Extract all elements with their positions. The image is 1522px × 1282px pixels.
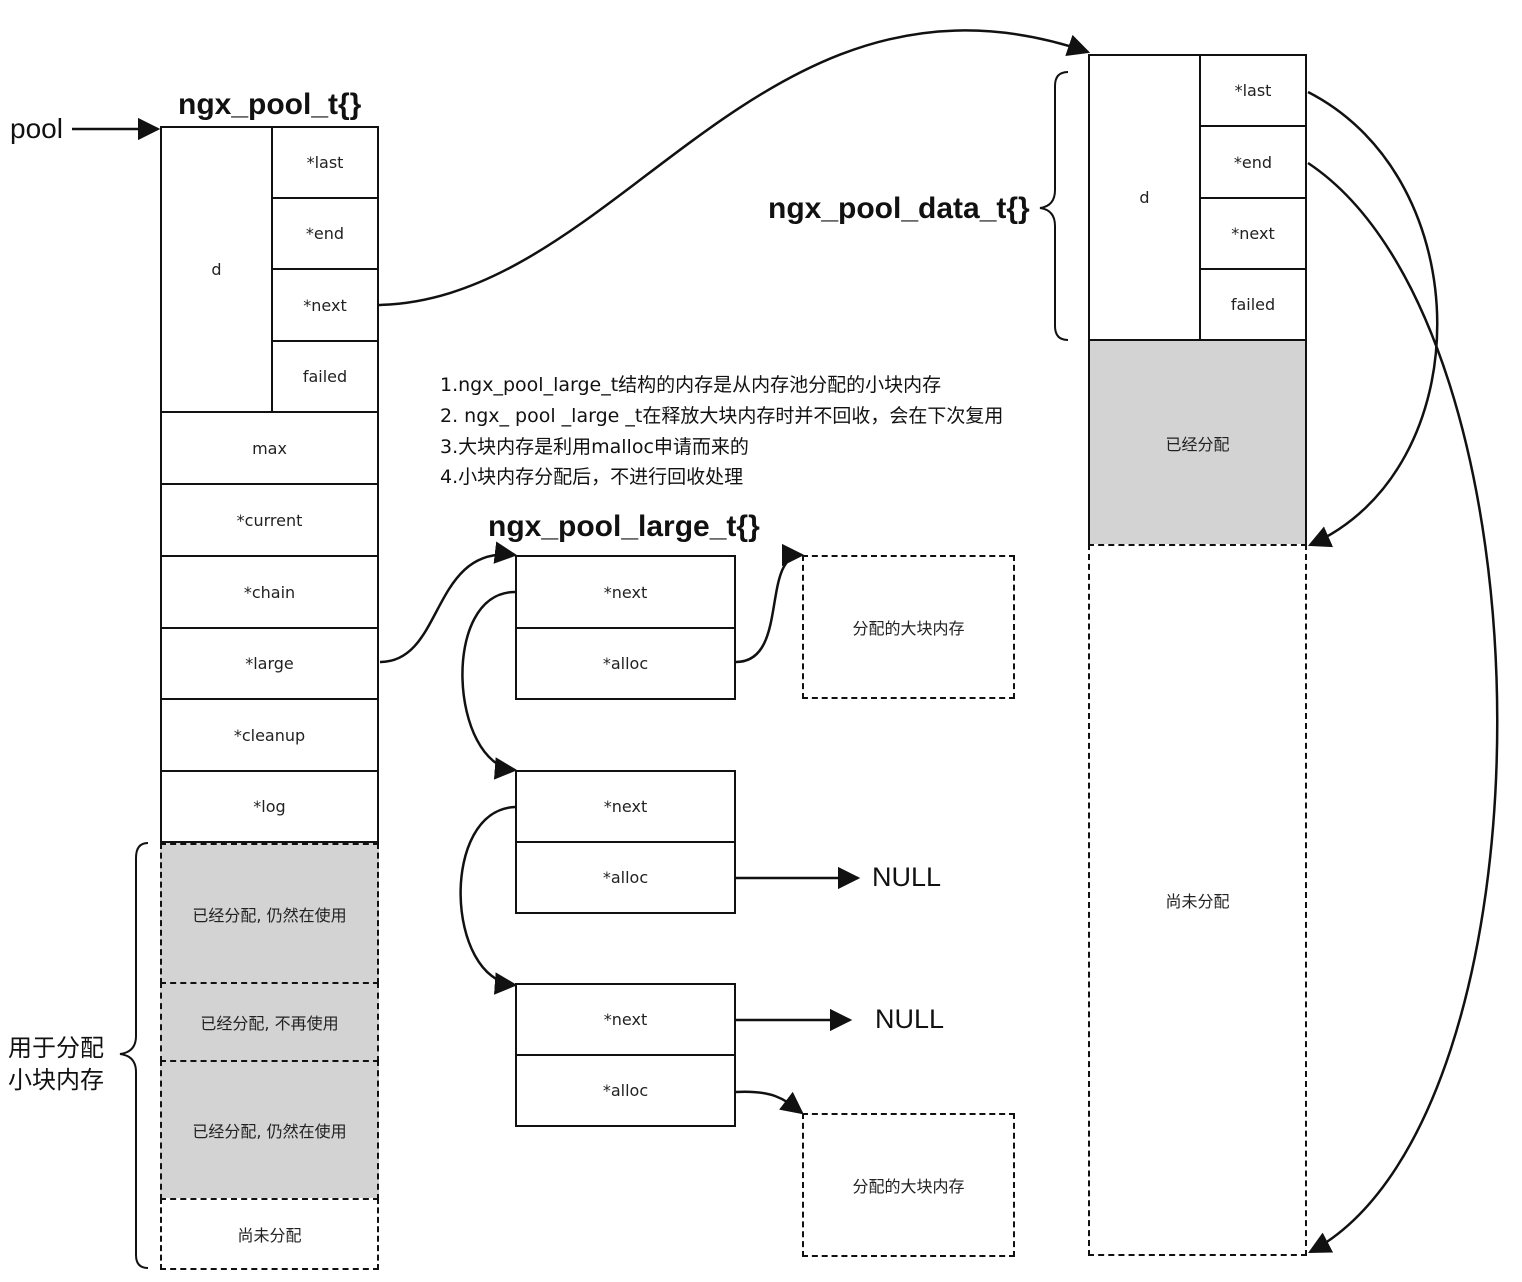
- pool-t-log-cell: *log: [160, 770, 379, 843]
- data-t-last-label: *last: [1234, 81, 1272, 100]
- note-2: 2. ngx_ pool _large _t在释放大块内存时并不回收，会在下次复…: [440, 405, 1004, 427]
- node1-alloc-arrow: [735, 543, 805, 664]
- data-t-failed-label: failed: [1230, 295, 1276, 314]
- pool-t-last-cell: *last: [271, 126, 379, 199]
- node2-next-arrow: [459, 805, 518, 995]
- pool-t-current-label: *current: [236, 510, 303, 530]
- node3-alloc-arrow: [735, 1090, 804, 1115]
- pool-t-end-cell: *end: [271, 197, 379, 270]
- large-block-1-label: 分配的大块内存: [852, 619, 965, 638]
- pool-t-title: ngx_pool_t{}: [178, 88, 362, 121]
- small-block-in-use-1-label: 已经分配, 仍然在使用: [192, 905, 347, 925]
- null-label-1: NULL: [872, 862, 942, 892]
- large-node1-alloc-cell: *alloc: [515, 627, 736, 700]
- large-node2-next-label: *next: [603, 797, 648, 816]
- large-node3-alloc-cell: *alloc: [515, 1054, 736, 1127]
- large-node2-next-cell: *next: [515, 770, 736, 843]
- small-block-unused: 已经分配, 不再使用: [160, 982, 379, 1062]
- pool-t-large-cell: *large: [160, 627, 379, 700]
- pool-t-log-label: *log: [253, 797, 286, 816]
- pool-t-max-label: max: [252, 438, 287, 458]
- small-memory-label-line2: 小块内存: [8, 1067, 104, 1094]
- large-node2-alloc-label: *alloc: [602, 868, 649, 887]
- pool-t-failed-label: failed: [302, 367, 348, 386]
- small-block-in-use-2-label: 已经分配, 仍然在使用: [192, 1122, 347, 1141]
- large-block-2-label: 分配的大块内存: [852, 1177, 965, 1196]
- data-t-end-cell: *end: [1199, 125, 1307, 199]
- data-t-next-label: *next: [1231, 224, 1275, 243]
- small-memory-label-line1: 用于分配: [8, 1035, 104, 1062]
- pool-t-next-cell: *next: [271, 268, 379, 342]
- large-to-node1-arrow: [379, 541, 518, 664]
- small-block-unused-label: 已经分配, 不再使用: [200, 1014, 339, 1033]
- node1-next-arrow: [461, 590, 518, 780]
- data-end-arrow: [1307, 161, 1499, 1254]
- large-node1-next-cell: *next: [515, 555, 736, 629]
- large-node1-alloc-label: *alloc: [602, 654, 649, 673]
- data-t-end-label: *end: [1233, 152, 1273, 172]
- small-block-in-use-1: 已经分配, 仍然在使用: [160, 843, 379, 984]
- large-node3-next-label: *next: [603, 1010, 648, 1029]
- data-t-allocated-label: 已经分配: [1165, 434, 1230, 454]
- pool-label: pool: [10, 113, 63, 144]
- large-node2-alloc-cell: *alloc: [515, 841, 736, 914]
- small-block-unallocated-label: 尚未分配: [237, 1226, 302, 1245]
- null-label-2: NULL: [875, 1004, 945, 1034]
- data-t-title: ngx_pool_data_t{}: [768, 192, 1030, 225]
- pool-t-failed-cell: failed: [271, 340, 379, 413]
- small-block-unallocated: 尚未分配: [160, 1198, 379, 1270]
- data-t-last-cell: *last: [1199, 54, 1307, 127]
- data-t-brace: [1039, 71, 1069, 341]
- note-4: 4.小块内存分配后，不进行回收处理: [440, 466, 744, 488]
- data-t-next-cell: *next: [1199, 197, 1307, 270]
- data-t-unallocated-block: 尚未分配: [1088, 544, 1307, 1256]
- large-block-2: 分配的大块内存: [802, 1113, 1015, 1257]
- pool-t-next-label: *next: [303, 295, 347, 315]
- pool-t-last-label: *last: [306, 153, 344, 172]
- small-block-in-use-2: 已经分配, 仍然在使用: [160, 1060, 379, 1200]
- pool-t-max-cell: max: [160, 411, 379, 485]
- data-t-failed-cell: failed: [1199, 268, 1307, 341]
- data-t-unallocated-label: 尚未分配: [1165, 892, 1230, 911]
- pool-t-chain-cell: *chain: [160, 555, 379, 629]
- large-node1-next-label: *next: [603, 582, 648, 602]
- note-1: 1.ngx_pool_large_t结构的内存是从内存池分配的小块内存: [440, 374, 942, 396]
- next-to-data-arrow: [377, 29, 1091, 307]
- pool-t-d-cell: d: [160, 126, 273, 413]
- pool-t-cleanup-cell: *cleanup: [160, 698, 379, 772]
- large-block-1: 分配的大块内存: [802, 555, 1015, 699]
- large-node3-next-cell: *next: [515, 983, 736, 1056]
- data-t-d-label: d: [1139, 188, 1150, 207]
- small-memory-brace: [119, 842, 149, 1269]
- pool-t-current-cell: *current: [160, 483, 379, 557]
- pool-t-d-label: d: [211, 260, 222, 279]
- data-t-allocated-block: 已经分配: [1088, 339, 1307, 546]
- large-node3-alloc-label: *alloc: [602, 1081, 649, 1100]
- pool-t-chain-label: *chain: [243, 582, 296, 602]
- note-3: 3.大块内存是利用malloc申请而来的: [440, 436, 749, 458]
- pool-t-large-label: *large: [245, 654, 294, 673]
- data-t-d-cell: d: [1088, 54, 1201, 341]
- pool-t-cleanup-label: *cleanup: [233, 725, 306, 745]
- data-last-arrow: [1307, 90, 1439, 548]
- large-t-title: ngx_pool_large_t{}: [488, 510, 760, 543]
- pool-t-end-label: *end: [305, 224, 345, 243]
